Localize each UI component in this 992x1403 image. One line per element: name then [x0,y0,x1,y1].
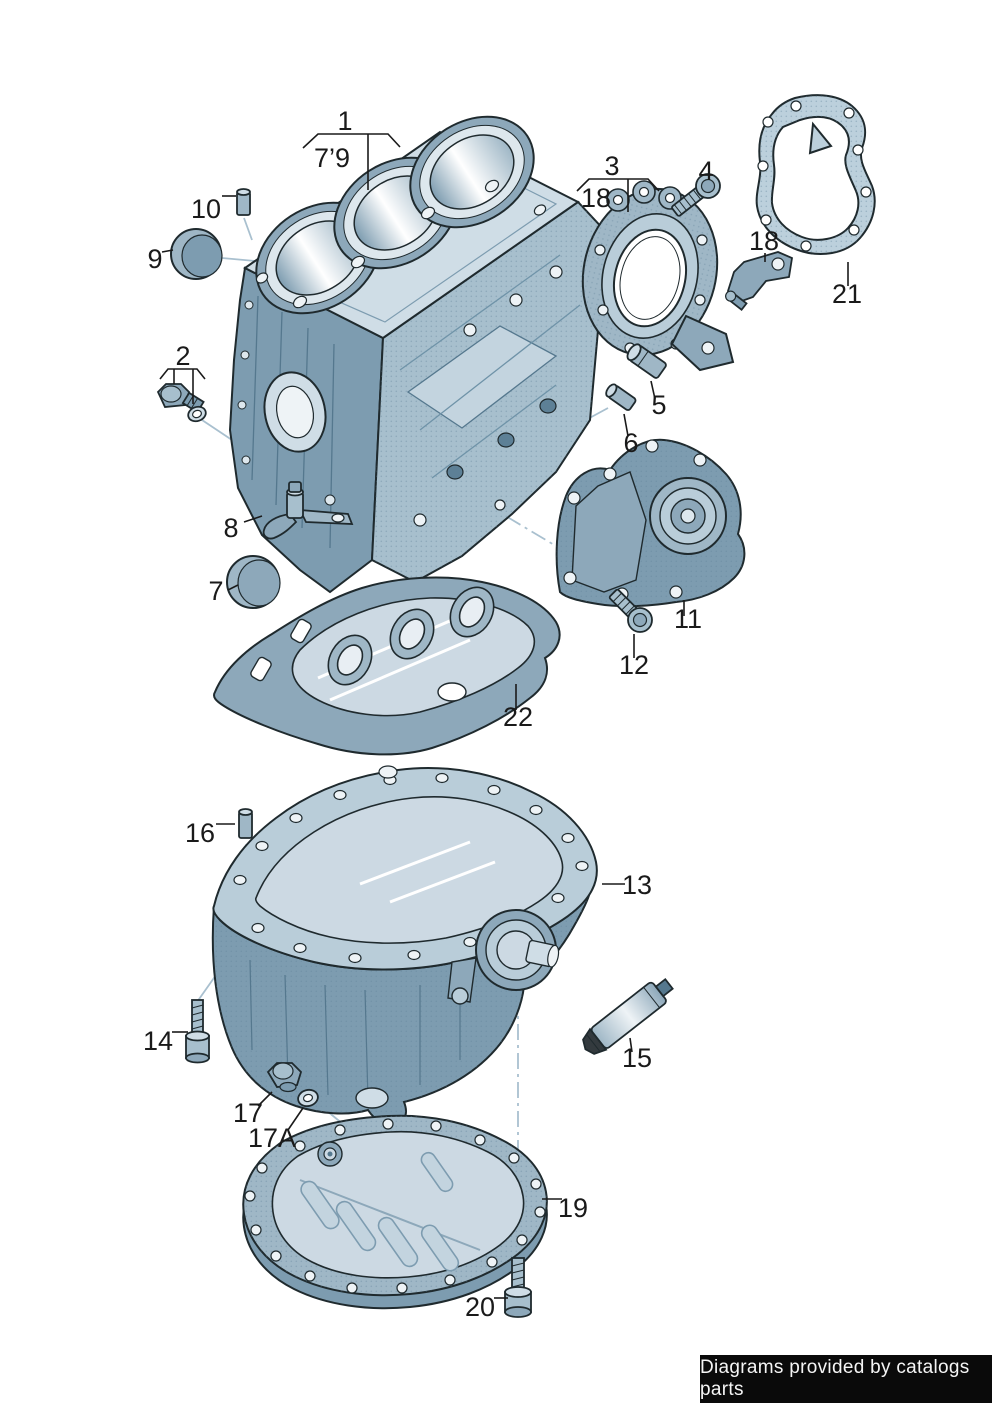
callout-label-14[interactable]: 14 [143,1026,173,1056]
callout-label-15[interactable]: 15 [622,1043,652,1073]
plug-2-drawing [156,383,207,423]
oil-sump-13-drawing [211,765,598,1127]
callout-label-21[interactable]: 21 [832,279,862,309]
bolt-20-drawing [504,1257,532,1318]
seal-ring-17a-drawing [297,1088,319,1108]
baffle-plate-22-drawing [213,576,561,756]
bolt-4-drawing [671,173,721,217]
sealant-tube-15-drawing [582,977,674,1055]
callout-label-11[interactable]: 11 [674,604,702,634]
callout-label-20[interactable]: 20 [465,1292,495,1322]
callout-label-18b[interactable]: 18 [749,226,779,256]
callout-label-3[interactable]: 3 [604,151,619,181]
callout-label-17a[interactable]: 17A [248,1123,296,1153]
callout-label-12[interactable]: 12 [619,650,649,680]
callout-label-13[interactable]: 13 [622,870,652,900]
callout-label-17[interactable]: 17 [233,1098,263,1128]
dowel-pin-10-drawing [236,188,251,216]
bracket-18-drawing [725,251,793,312]
callout-label-6[interactable]: 6 [623,428,638,458]
dowel-sleeve-5-drawing [626,343,667,379]
callout-label-4[interactable]: 4 [698,156,713,186]
footer-credit-text: Diagrams provided by catalogs parts [700,1357,970,1400]
callout-label-2[interactable]: 2 [175,341,190,371]
drain-plug-17-drawing [266,1062,303,1093]
sealing-cap-9-drawing [170,228,223,280]
cover-11-drawing [555,438,746,608]
dowel-pin-6-drawing [605,383,637,411]
callout-label-19[interactable]: 19 [558,1193,588,1223]
footer-credit-bar: Diagrams provided by catalogs parts [700,1355,992,1403]
seal-flange-drawing [581,180,735,372]
callout-label-16[interactable]: 16 [185,818,215,848]
dowel-pin-16-drawing [238,808,253,839]
callout-label-9[interactable]: 9 [147,244,162,274]
callout-label-7-9[interactable]: 7’9 [314,143,350,173]
bolt-14-drawing [185,999,210,1064]
callout-label-1[interactable]: 1 [337,106,352,136]
callout-leader-lines [159,133,849,1299]
callout-label-8[interactable]: 8 [223,513,238,543]
cylinder-block-drawing [228,115,608,594]
oil-jet-8-drawing [262,481,354,540]
callout-label-22[interactable]: 22 [503,702,533,732]
core-plug-7-drawing [226,555,281,609]
callout-label-10[interactable]: 10 [191,194,221,224]
bolt-12-drawing [608,588,653,633]
lower-sump-19-drawing [242,1114,548,1310]
callout-label-7[interactable]: 7 [208,576,223,606]
gasket-21-drawing [755,94,876,255]
callout-label-18a[interactable]: 18 [581,183,611,213]
callout-label-5[interactable]: 5 [651,390,666,420]
